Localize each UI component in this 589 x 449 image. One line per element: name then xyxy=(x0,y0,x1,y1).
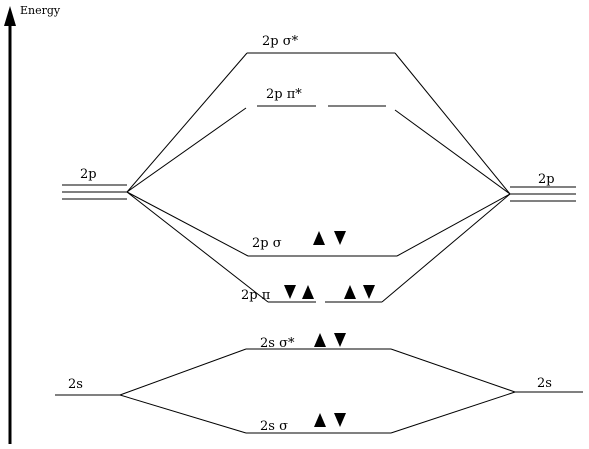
left-2p-label: 2p xyxy=(80,167,97,182)
mo-sigma-2p-star: 2p σ* xyxy=(247,34,395,54)
conn-right2p-pi2p xyxy=(381,193,511,303)
conn-right2p-sigma2p xyxy=(396,193,511,257)
electron-spin-up-icon xyxy=(344,285,356,299)
conn-right2s-sigma2s xyxy=(390,391,516,434)
electron-spin-up-icon xyxy=(302,285,314,299)
conn-left2p-pi2p xyxy=(126,191,269,303)
electron-spin-down-icon xyxy=(334,333,346,347)
mo-sigma-2s: 2s σ xyxy=(246,413,391,434)
sigma-2p-electrons xyxy=(313,231,346,245)
electron-spin-up-icon xyxy=(314,333,326,347)
sigma-2p-label: 2p σ xyxy=(252,236,282,251)
electron-spin-down-icon xyxy=(363,285,375,299)
right-2s-level: 2s xyxy=(515,376,583,393)
conn-right2s-sigma2sstar xyxy=(390,348,516,393)
electron-spin-down-icon xyxy=(334,231,346,245)
mo-sigma-2s-star: 2s σ* xyxy=(246,333,391,351)
mo-sigma-2p: 2p σ xyxy=(248,231,397,257)
conn-right2p-sigma2pstar xyxy=(394,52,511,195)
correlation-lines-2s xyxy=(119,348,516,434)
sigma-2s-electrons xyxy=(314,413,346,427)
right-2p-label: 2p xyxy=(538,172,555,187)
electron-spin-up-icon xyxy=(314,413,326,427)
energy-axis: Energy xyxy=(4,4,61,444)
conn-left2p-sigma2p xyxy=(126,191,249,257)
pi-2p-label: 2p π xyxy=(241,288,271,303)
energy-axis-label: Energy xyxy=(20,4,61,17)
left-2p-levels: 2p xyxy=(62,167,127,200)
pi-2p-electrons xyxy=(284,285,375,299)
conn-right2p-pi2pstar xyxy=(394,109,511,195)
sigma-2s-label: 2s σ xyxy=(260,419,288,434)
correlation-lines-2p xyxy=(126,52,511,303)
conn-left2s-sigma2s xyxy=(119,394,247,434)
conn-left2p-pi2pstar xyxy=(126,107,247,193)
electron-spin-up-icon xyxy=(313,231,325,245)
energy-axis-arrowhead xyxy=(4,6,16,26)
sigma-2p-star-label: 2p σ* xyxy=(262,34,299,49)
conn-left2s-sigma2sstar xyxy=(119,348,247,396)
electron-spin-down-icon xyxy=(334,413,346,427)
right-2s-label: 2s xyxy=(537,376,552,391)
right-2p-levels: 2p xyxy=(510,172,576,202)
sigma-2s-star-electrons xyxy=(314,333,346,347)
electron-spin-down-icon xyxy=(284,285,296,299)
left-2s-label: 2s xyxy=(68,377,83,392)
left-2s-level: 2s xyxy=(55,377,120,396)
conn-left2p-sigma2pstar xyxy=(126,52,248,193)
mo-pi-2p-star: 2p π* xyxy=(257,87,386,107)
sigma-2s-star-label: 2s σ* xyxy=(260,336,295,351)
mo-pi-2p: 2p π xyxy=(241,285,382,303)
pi-2p-star-label: 2p π* xyxy=(266,87,302,102)
